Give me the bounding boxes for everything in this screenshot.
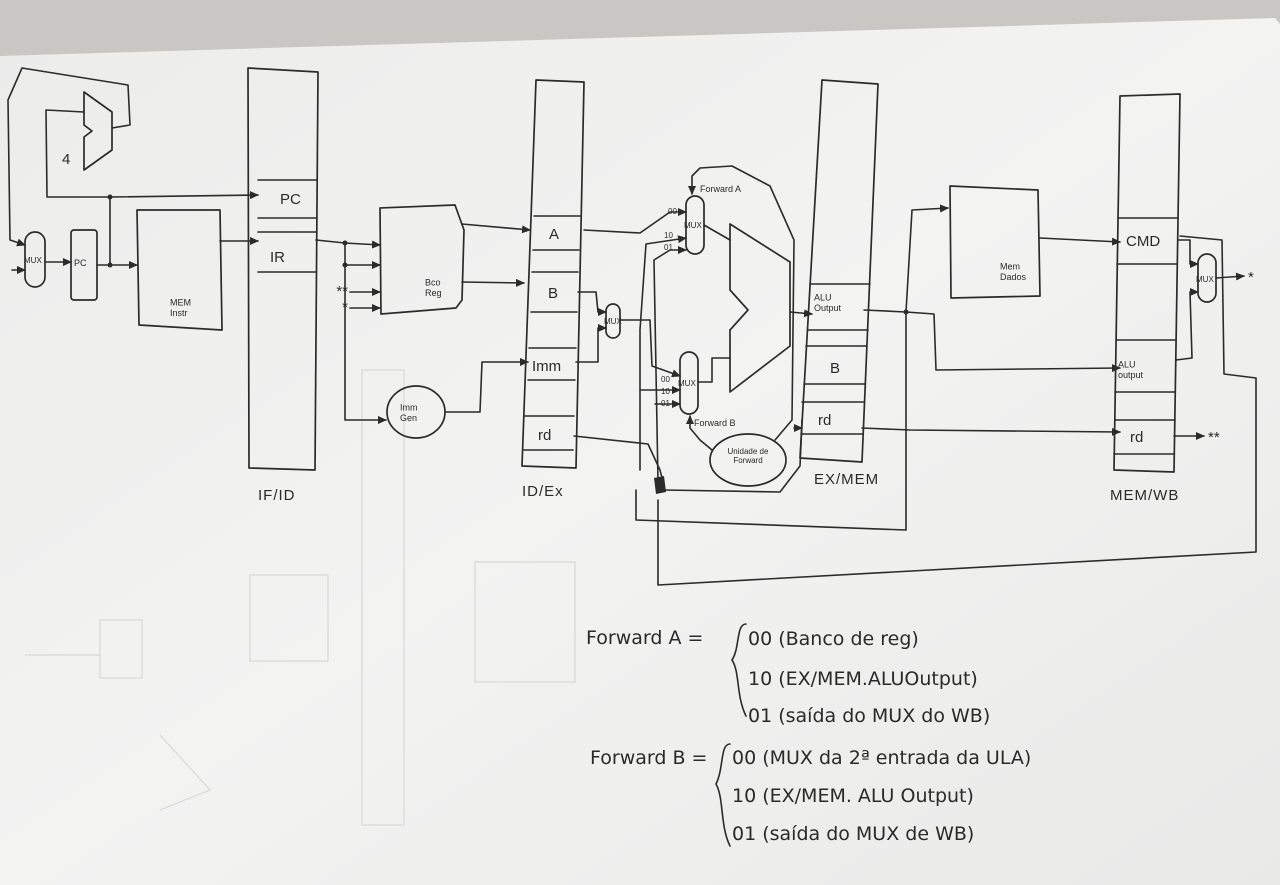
- forward-a-note: Forward A = 00 (Banco de reg) 10 (EX/MEM…: [586, 623, 990, 727]
- bank-to-b-wire: [461, 278, 525, 287]
- forward-b-in-10: 10: [661, 387, 670, 396]
- forward-a-in-01: 01: [664, 243, 673, 252]
- id-ex-label: ID/Ex: [522, 483, 564, 500]
- wb-rd-out-marker: **: [1208, 429, 1220, 446]
- mem-instr: [136, 209, 223, 331]
- alu: [729, 223, 791, 393]
- pc-mux-label: MUX: [24, 256, 42, 265]
- mem-wb-cmd-field: CMD: [1126, 233, 1160, 250]
- alu-output-to-wbmux-wire: [1175, 288, 1199, 361]
- exmem-fwd-to-a-wire: [639, 235, 687, 471]
- imm-to-alusrc-wire: [575, 324, 607, 363]
- ex-stage: MUX MUX 00 10 01 Forward A MUX 00 10 01 …: [573, 165, 1257, 586]
- forward-a-note-line-3: 01 (saída do MUX do WB): [748, 705, 990, 727]
- forward-a-note-label: Forward A =: [586, 627, 703, 649]
- ex-hazard-bus: [635, 311, 907, 531]
- if-id-register: PC IR IF/ID: [247, 67, 319, 504]
- forward-b-note-line-2: 10 (EX/MEM. ALU Output): [732, 785, 974, 807]
- alu-out-to-memwb-wire: [905, 311, 1121, 373]
- a-to-forward-a-wire: [583, 208, 687, 234]
- id-ex-register: A B Imm rd ID/Ex: [521, 79, 585, 500]
- mem-wb-rd-field: rd: [1130, 429, 1143, 446]
- mem-dados: [949, 185, 1041, 299]
- wb-data-marker: *: [342, 299, 348, 316]
- forward-a-in-10: 10: [664, 231, 673, 240]
- pc-mux: [24, 231, 46, 288]
- ex-mem-label: EX/MEM: [814, 471, 879, 488]
- ex-mem-rd-field: rd: [818, 412, 831, 429]
- const-4-wire: [45, 109, 111, 198]
- memdados-to-cmd-wire: [1039, 237, 1121, 246]
- ir-to-bank-rs1: [344, 240, 381, 249]
- forward-unit: [709, 433, 787, 487]
- forward-b-mux-label: MUX: [678, 379, 696, 388]
- forward-b-note-label: Forward B =: [590, 747, 707, 769]
- forward-a-to-alu-wire: [703, 224, 731, 241]
- forward-unit-to-b-wire: [686, 415, 713, 451]
- forward-a-signal: Forward A: [700, 184, 741, 194]
- pc-to-ifid-wire: [109, 191, 259, 200]
- forward-b-to-alu-wire: [697, 357, 731, 383]
- alu-to-exmem-wire: [789, 309, 813, 318]
- if-id-pc-field: PC: [280, 191, 301, 208]
- id-ex-rd-field: rd: [538, 427, 551, 444]
- wire-crossing-blot: [654, 476, 666, 494]
- forward-unit-to-a-wire: [688, 165, 795, 441]
- forward-b-note-line-3: 01 (saída do MUX de WB): [732, 823, 974, 845]
- ghost-marks: [25, 369, 576, 826]
- id-ex-imm-field: Imm: [532, 358, 561, 375]
- adder: [83, 91, 113, 171]
- adder-feedback-wire: [7, 67, 131, 247]
- wb-stage: MUX * **: [1173, 239, 1254, 446]
- forward-b-in-00: 00: [661, 375, 670, 384]
- forward-b-mux: [679, 351, 699, 415]
- mem-wb-label: MEM/WB: [1110, 487, 1179, 504]
- ex-mem-b-field: B: [830, 360, 840, 377]
- id-ex-b-field: B: [548, 285, 558, 302]
- id-ex-a-field: A: [549, 226, 559, 243]
- b-to-alusrc-wire: [577, 291, 607, 316]
- adder-const-4: 4: [62, 151, 70, 168]
- alu-out-to-memdados-wire: [863, 204, 949, 313]
- rd-to-memwb-wire: [861, 427, 1121, 436]
- pc-register-label: PC: [74, 258, 87, 268]
- immgen-to-imm-wire: [444, 358, 529, 413]
- ir-out-wire: [315, 239, 387, 424]
- forward-b-note-line-1: 00 (MUX da 2ª entrada da ULA): [732, 747, 1031, 769]
- alusrc-mux: [605, 303, 621, 339]
- alusrc-to-forward-b-wire: [619, 319, 681, 378]
- alusrc-mux-label: MUX: [604, 317, 622, 326]
- wbmux-out-wire: [1215, 272, 1245, 281]
- wb-forward-bus: [657, 235, 1257, 586]
- forward-a-note-line-2: 10 (EX/MEM.ALUOutput): [748, 668, 978, 690]
- rd-idex-wire: [573, 435, 663, 479]
- wb-rd-marker: **: [336, 283, 348, 300]
- wb-data-out-marker: *: [1248, 269, 1254, 286]
- forward-b-note: Forward B = 00 (MUX da 2ª entrada da ULA…: [590, 743, 1031, 847]
- forward-a-note-line-1: 00 (Banco de reg): [748, 628, 919, 650]
- forward-a-mux-label: MUX: [684, 221, 702, 230]
- wb-fwd-to-a-wire: [653, 246, 687, 483]
- register-bank: [379, 204, 465, 315]
- if-id-label: IF/ID: [258, 487, 296, 504]
- forward-b-signal: Forward B: [694, 418, 736, 428]
- bank-to-a-wire: [461, 223, 531, 234]
- wb-mux-label: MUX: [1196, 275, 1214, 284]
- if-id-ir-field: IR: [270, 249, 285, 266]
- cmd-to-wbmux-wire: [1177, 239, 1199, 268]
